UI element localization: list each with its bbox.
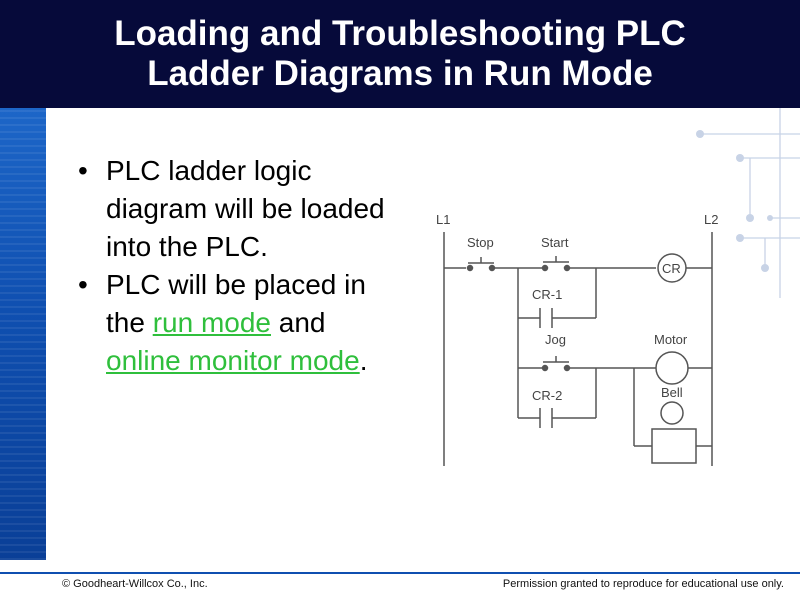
footer: [0, 560, 800, 600]
label-cr1: CR-1: [532, 287, 562, 302]
label-bell: Bell: [661, 385, 683, 400]
jog-switch: [541, 356, 571, 372]
label-l1: L1: [436, 212, 450, 227]
label-motor: Motor: [654, 332, 688, 347]
label-start: Start: [541, 235, 569, 250]
bullet-dot: •: [78, 155, 88, 186]
bullet-item: • PLC ladder logic diagram will be loade…: [78, 152, 398, 266]
bullet-list: • PLC ladder logic diagram will be loade…: [78, 152, 398, 380]
label-stop: Stop: [467, 235, 494, 250]
title-line-1: Loading and Troubleshooting PLC: [114, 14, 686, 53]
title-line-2: Ladder Diagrams in Run Mode: [147, 54, 653, 93]
run-mode-link[interactable]: run mode: [152, 307, 271, 338]
bell-symbol: [660, 401, 684, 425]
title-bar: Loading and Troubleshooting PLC Ladder D…: [0, 0, 800, 108]
bell-box: [651, 428, 697, 464]
permission-text: Permission granted to reproduce for educ…: [502, 578, 784, 590]
bullet-text-middle: and: [271, 307, 326, 338]
label-cr: CR: [662, 261, 681, 276]
bullet-item: • PLC will be placed in the run mode and…: [78, 266, 398, 380]
left-decorative-stripe: [0, 108, 46, 560]
copyright-text: © Goodheart-Willcox Co., Inc.: [62, 578, 208, 590]
bullet-text: PLC ladder logic diagram will be loaded …: [106, 155, 385, 262]
motor-coil: [655, 351, 689, 385]
bullet-text-after: .: [359, 345, 368, 376]
label-jog: Jog: [545, 332, 566, 347]
bullet-text-before: PLC will be placed in the: [106, 269, 366, 338]
bullet-dot: •: [78, 269, 88, 300]
footer-divider: [0, 572, 800, 574]
circuit-decoration: [696, 108, 800, 298]
ladder-diagram: L1 L2 Stop Start CR CR-1 Jog Motor CR-2 …: [436, 212, 718, 466]
label-cr2: CR-2: [532, 388, 562, 403]
online-monitor-mode-link[interactable]: online monitor mode: [106, 345, 360, 376]
slide-title: Loading and Troubleshooting PLC Ladder D…: [114, 14, 686, 94]
start-switch: [541, 256, 571, 272]
stop-switch: [466, 257, 496, 272]
label-l2: L2: [704, 212, 718, 227]
